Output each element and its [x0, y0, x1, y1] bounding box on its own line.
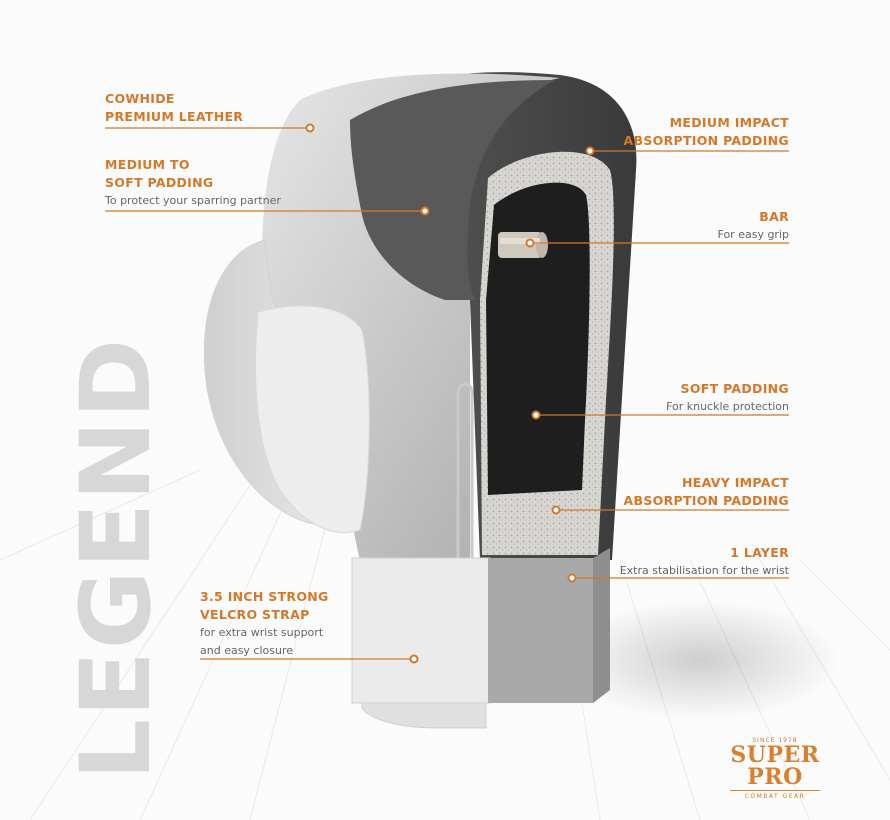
dot-cowhide — [305, 123, 315, 133]
label-title: SOFT PADDING — [680, 381, 789, 396]
dot-layer — [567, 573, 577, 583]
label-subtitle: and easy closure — [200, 644, 294, 657]
glove-body — [261, 73, 560, 561]
label-title: MEDIUM IMPACT — [669, 115, 789, 130]
wrist-cuff — [361, 699, 487, 729]
brand-logo: SINCE 1978 SUPER PRO COMBAT GEAR — [720, 737, 830, 800]
soft-padding-core — [486, 182, 590, 495]
label-subtitle: Extra stabilisation for the wrist — [619, 564, 789, 577]
palm-panel — [254, 305, 370, 534]
label-title: MEDIUM TO — [105, 157, 190, 172]
label-title: SOFT PADDING — [105, 175, 214, 190]
dot-soft-padding — [531, 410, 541, 420]
wrist-layer-side — [593, 548, 610, 703]
label-layer: 1 LAYER Extra stabilisation for the wris… — [620, 544, 789, 580]
label-cowhide: COWHIDE PREMIUM LEATHER — [105, 90, 243, 126]
connector-dots — [305, 123, 595, 664]
label-soft-padding: SOFT PADDING For knuckle protection — [666, 380, 789, 416]
label-title: 1 LAYER — [730, 545, 789, 560]
label-title: VELCRO STRAP — [200, 607, 310, 622]
label-medium-impact: MEDIUM IMPACT ABSORPTION PADDING — [624, 114, 789, 150]
velcro-strap-body — [351, 557, 491, 704]
logo-brand: SUPER PRO — [730, 742, 820, 790]
label-subtitle: For easy grip — [717, 228, 789, 241]
label-subtitle: For knuckle protection — [666, 400, 789, 413]
lace-channel — [456, 383, 474, 560]
label-title: ABSORPTION PADDING — [623, 493, 789, 508]
label-title: PREMIUM LEATHER — [105, 109, 244, 124]
label-velcro: 3.5 INCH STRONG VELCRO STRAP for extra w… — [200, 588, 329, 660]
logo-since: SINCE 1978 — [752, 737, 798, 744]
padding-band — [350, 80, 555, 300]
label-subtitle: for extra wrist support — [200, 626, 324, 639]
label-title: HEAVY IMPACT — [682, 475, 789, 490]
dot-medium-impact — [585, 146, 595, 156]
dot-medium-soft — [420, 206, 430, 216]
legend-watermark: LEGEND — [60, 336, 172, 780]
wrist-layer — [488, 558, 593, 703]
dot-heavy-impact — [551, 505, 561, 515]
label-medium-soft: MEDIUM TO SOFT PADDING To protect your s… — [105, 156, 281, 210]
label-title: 3.5 INCH STRONG — [200, 589, 329, 604]
logo-tagline: COMBAT GEAR — [730, 790, 820, 800]
label-title: ABSORPTION PADDING — [623, 133, 789, 148]
label-heavy-impact: HEAVY IMPACT ABSORPTION PADDING — [624, 474, 789, 510]
grip-bar — [498, 232, 548, 258]
label-subtitle: To protect your sparring partner — [105, 194, 281, 207]
label-title: BAR — [759, 209, 789, 224]
dot-velcro — [409, 654, 419, 664]
glove-shadow — [560, 600, 840, 720]
label-title: COWHIDE — [105, 91, 175, 106]
dot-bar — [525, 238, 535, 248]
connectors — [105, 127, 789, 660]
label-bar: BAR For easy grip — [718, 208, 789, 244]
